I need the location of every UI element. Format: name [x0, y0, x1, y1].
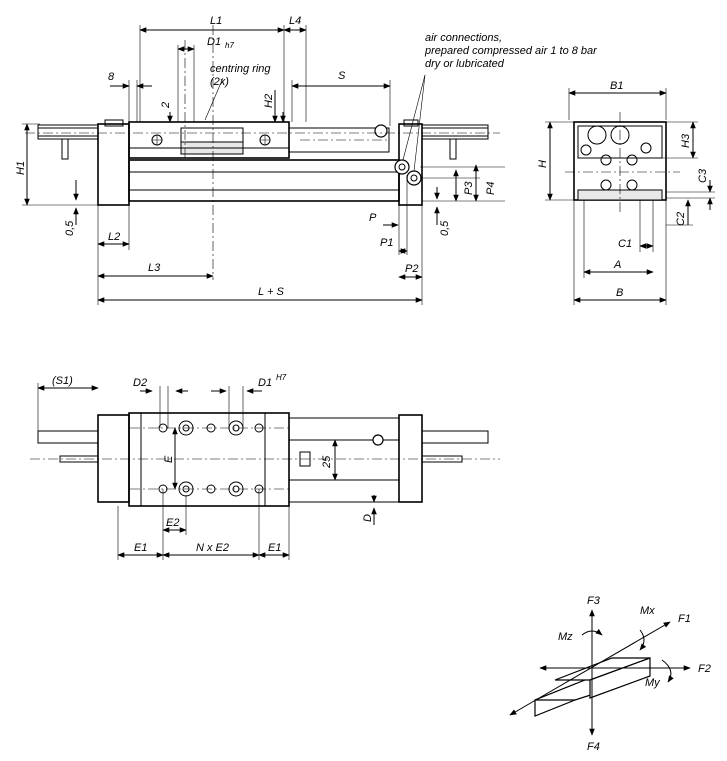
dim-25: 25 — [321, 455, 333, 469]
dim-8: 8 — [108, 71, 115, 83]
moment-Mx: Mx — [640, 605, 655, 617]
dim-H2: H2 — [263, 94, 275, 108]
moment-Mz: Mz — [558, 631, 573, 643]
top-view: (S1) D2 D1 H7 E 25 D E2 E1 N x E2 E1 — [30, 373, 500, 560]
dim-H: H — [537, 160, 549, 168]
centring-ring-count: (2x) — [210, 76, 229, 88]
dim-B: B — [616, 287, 623, 299]
dim-E1-left: E1 — [134, 542, 147, 554]
dim-D2: D2 — [133, 377, 147, 389]
air-note-line3: dry or lubricated — [425, 58, 505, 70]
dim-L1: L1 — [210, 15, 222, 27]
dim-E2: E2 — [166, 517, 179, 529]
dim-P2: P2 — [405, 263, 418, 275]
dim-H3: H3 — [680, 133, 692, 148]
centring-ring-label: centring ring — [210, 63, 271, 75]
dim-B1: B1 — [610, 80, 623, 92]
force-diagram: F3 F4 F1 F2 Mx Mz My — [509, 595, 711, 753]
force-F3: F3 — [587, 595, 601, 607]
base-body — [128, 159, 400, 202]
dim-P: P — [369, 212, 377, 224]
force-F2: F2 — [698, 663, 711, 675]
moment-My: My — [645, 677, 661, 689]
dim-E1-right: E1 — [268, 542, 281, 554]
side-view: L1 L4 D1 h7 S 8 2 H2 H1 0,5 L2 L3 L + S … — [15, 15, 598, 305]
dim-S1: (S1) — [52, 375, 73, 387]
dim-D1: D1 — [207, 36, 221, 48]
dim-N-x-E2: N x E2 — [196, 542, 229, 554]
dim-L-plus-S: L + S — [258, 286, 284, 298]
dim-top-D1-tolerance: H7 — [276, 373, 287, 382]
force-F4: F4 — [587, 741, 600, 753]
dim-E: E — [163, 455, 175, 463]
air-note-line1: air connections, — [425, 32, 502, 44]
dim-P4: P4 — [485, 182, 497, 195]
dim-top-D1: D1 — [258, 377, 272, 389]
dim-L4: L4 — [289, 15, 301, 27]
dim-L2: L2 — [108, 231, 120, 243]
dim-half-left: 0,5 — [64, 220, 76, 236]
end-view: B1 H H3 C3 C2 C1 A B — [537, 80, 715, 305]
dim-half-right: 0,5 — [439, 220, 451, 236]
dim-D1-tolerance: h7 — [225, 41, 234, 50]
dim-C1: C1 — [618, 238, 632, 250]
dim-L3: L3 — [148, 262, 161, 274]
dim-C3: C3 — [697, 168, 709, 183]
dim-A: A — [613, 259, 621, 271]
force-F1: F1 — [678, 613, 691, 625]
dim-C2: C2 — [675, 212, 687, 226]
air-note-line2: prepared compressed air 1 to 8 bar — [424, 45, 598, 57]
dim-2: 2 — [160, 102, 172, 109]
dim-P1: P1 — [380, 237, 393, 249]
dim-D: D — [362, 514, 374, 522]
dim-P3: P3 — [463, 181, 475, 195]
dim-S: S — [338, 70, 346, 82]
dim-H1: H1 — [15, 161, 27, 175]
